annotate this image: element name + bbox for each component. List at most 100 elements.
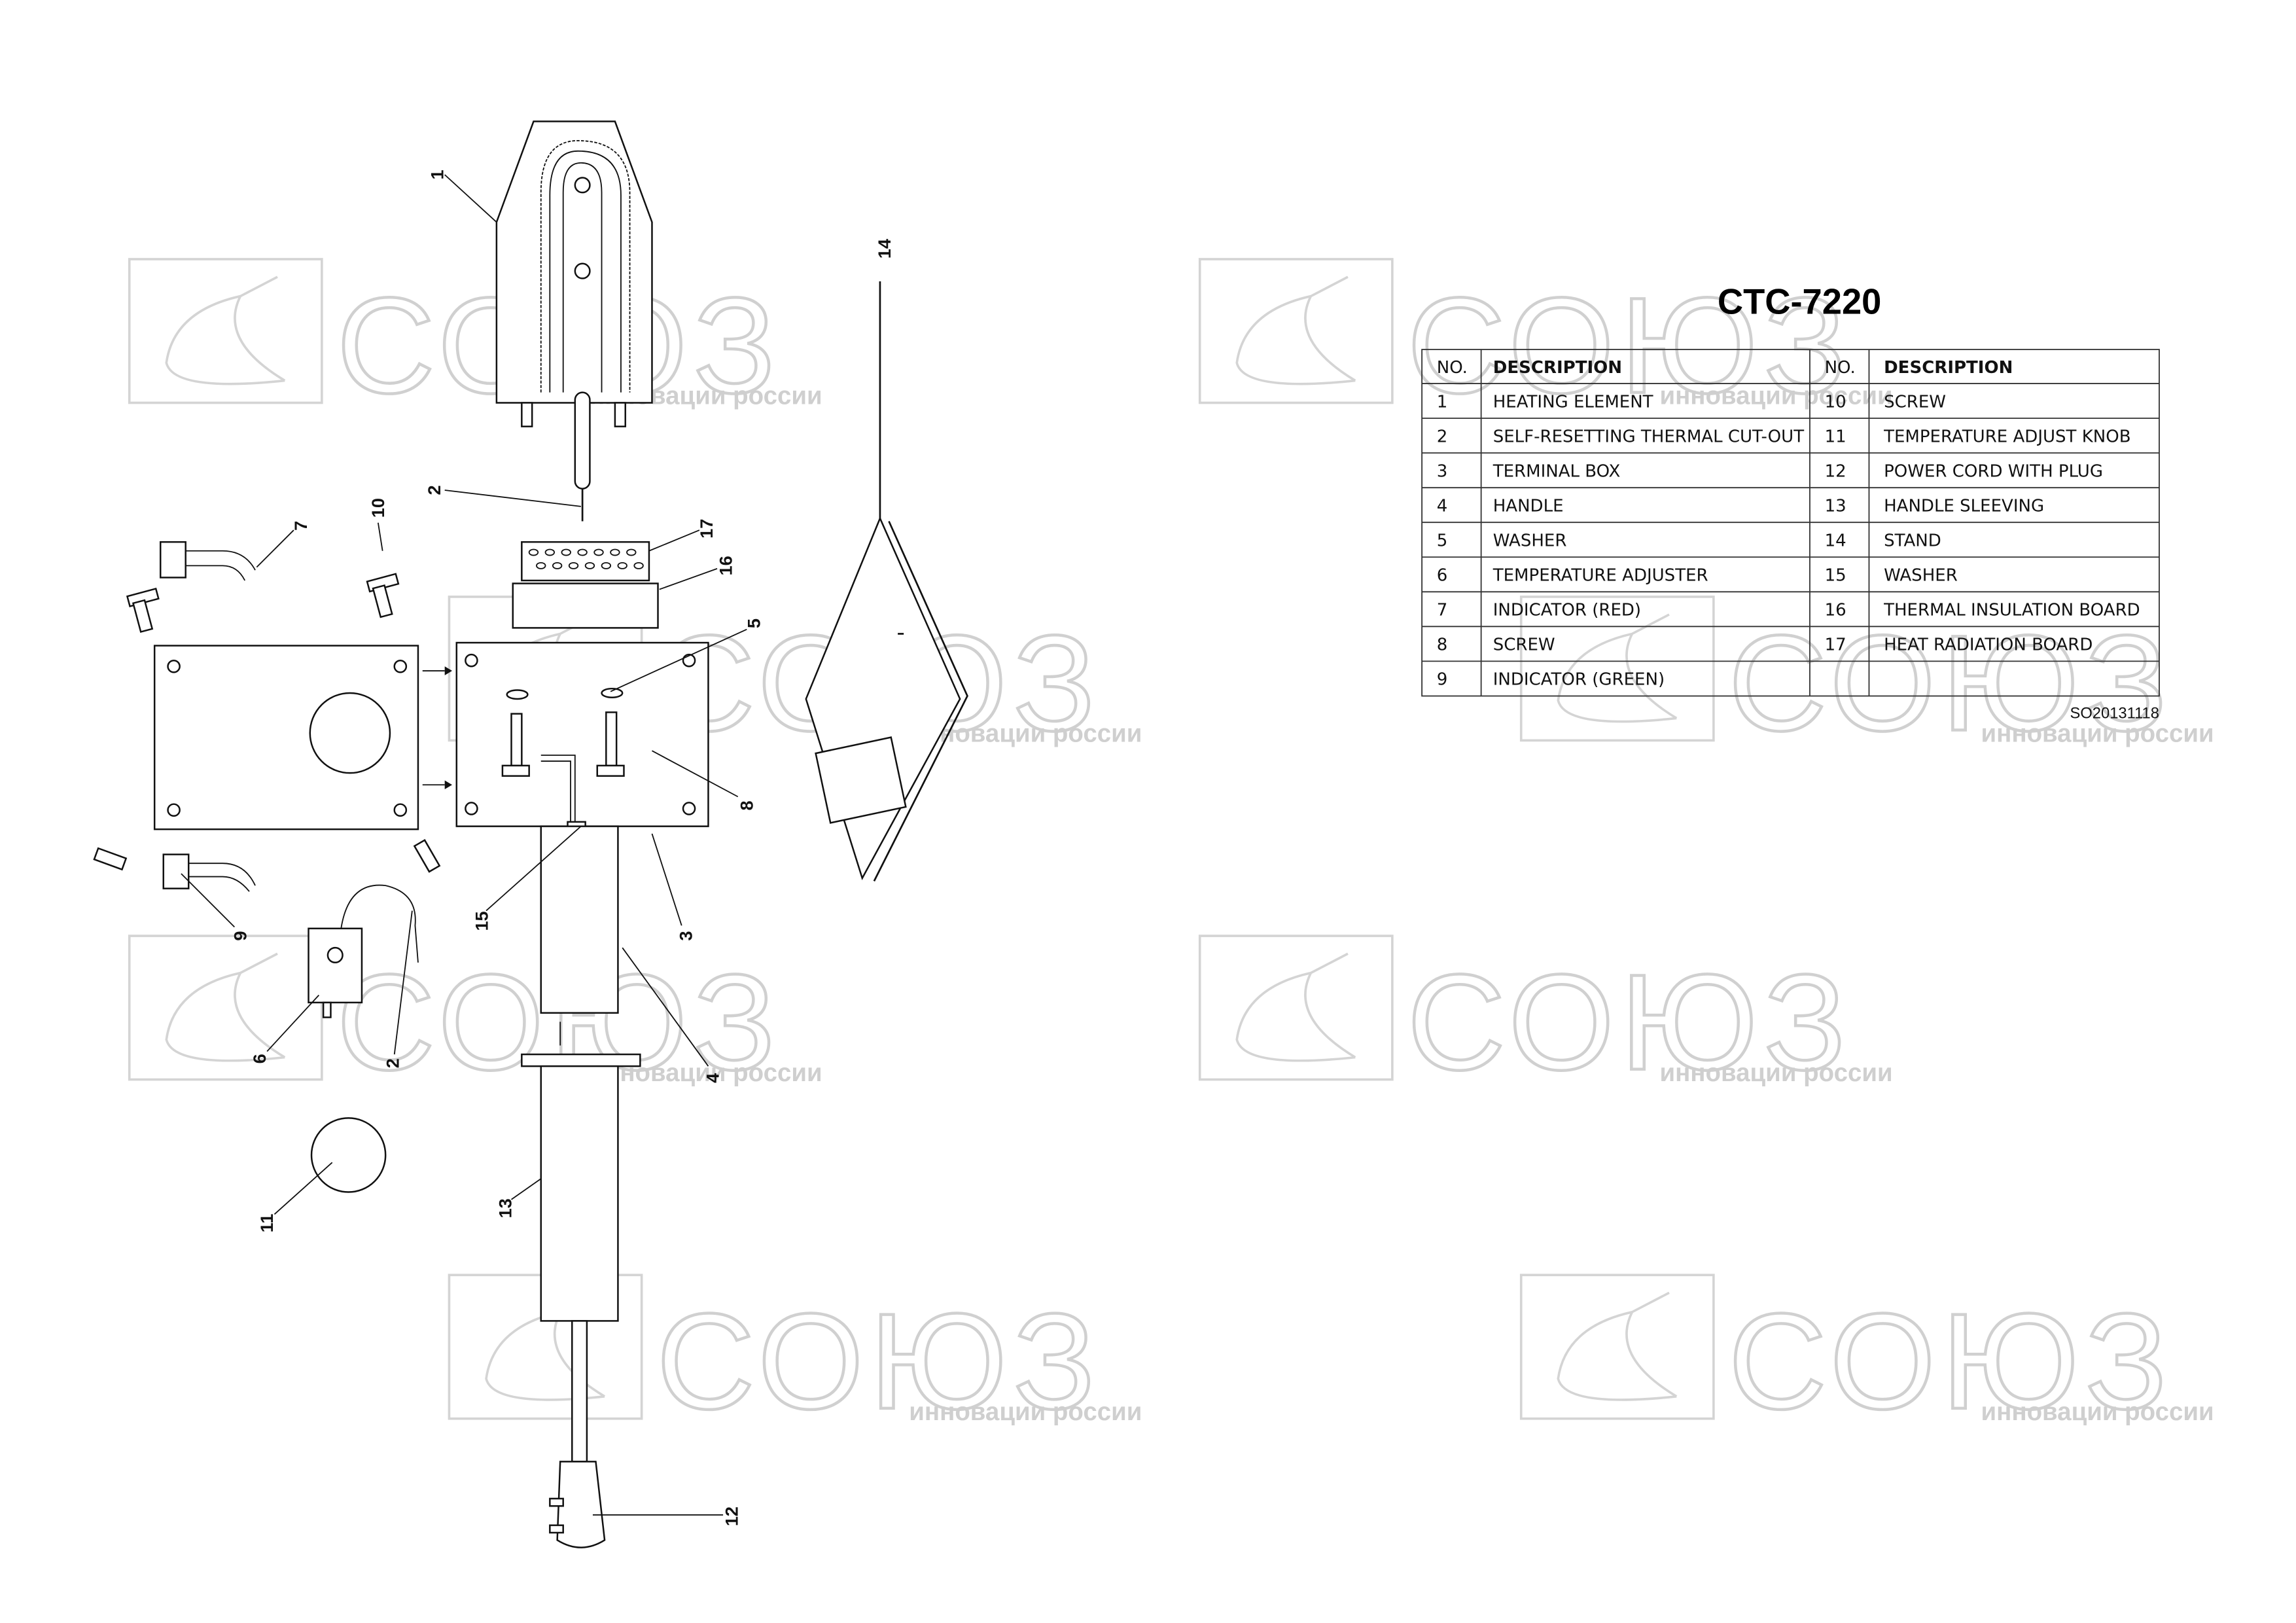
temperature-adjuster <box>308 884 419 1018</box>
hole-icon <box>577 548 588 556</box>
callout-1: 1 <box>427 169 447 179</box>
part-no: 15 <box>1825 565 1846 585</box>
part-no: 7 <box>1437 600 1448 620</box>
part-no: 5 <box>1437 531 1448 550</box>
part-no: 8 <box>1437 635 1448 655</box>
part-description: SELF-RESETTING THERMAL CUT-OUT <box>1493 427 1804 446</box>
callout-8: 8 <box>736 800 756 810</box>
part-no: 6 <box>1437 565 1448 585</box>
part-no: 12 <box>1825 461 1846 481</box>
hole-icon <box>617 562 627 569</box>
callout-15: 15 <box>471 911 491 931</box>
watermark-brand: СОЮЗ <box>656 1286 1101 1438</box>
watermark-tagline: инновации россии <box>1659 1059 1892 1087</box>
hole-icon <box>584 562 595 569</box>
part-no: 16 <box>1825 600 1846 620</box>
callout-14: 14 <box>874 239 894 259</box>
watermark-brand: СОЮЗ <box>1729 1286 2174 1438</box>
heating-element <box>495 120 653 522</box>
watermark-swoosh-icon <box>165 952 286 1062</box>
callout-17: 17 <box>696 519 716 539</box>
hole-icon <box>552 562 563 569</box>
callout-2b: 2 <box>383 1058 403 1068</box>
header-no-right: NO. <box>1825 358 1856 378</box>
part-description: INDICATOR (RED) <box>1493 600 1641 620</box>
handle-sleeving <box>540 1065 619 1322</box>
callout-4: 4 <box>702 1073 722 1083</box>
watermark-brand: СОЮЗ <box>1407 947 1852 1099</box>
part-description: TERMINAL BOX <box>1492 461 1621 481</box>
header-no-left: NO. <box>1437 358 1468 378</box>
watermark-logo-box <box>1198 258 1394 404</box>
part-description: WASHER <box>1493 531 1567 550</box>
model-title: CTC-7220 <box>1718 282 1881 322</box>
watermark-logo-box <box>1198 935 1394 1081</box>
watermark-tagline: инновации россии <box>1981 720 2214 748</box>
watermark-swoosh-icon <box>1557 613 1678 723</box>
callout-16: 16 <box>716 556 736 575</box>
hole-icon <box>626 548 637 556</box>
handle <box>540 825 619 1014</box>
watermark-brand: СОЮЗ <box>1407 270 1852 422</box>
part-description: STAND <box>1884 531 1941 550</box>
part-no: 14 <box>1825 531 1846 550</box>
callout-5: 5 <box>744 618 764 628</box>
header-description-right: DESCRIPTION <box>1884 358 2013 378</box>
callout-7: 7 <box>291 521 311 531</box>
screws-and-indicators <box>93 541 441 892</box>
part-no: 11 <box>1825 427 1846 446</box>
watermark-tagline: инновации россии <box>1659 382 1892 410</box>
document-code: SO20131118 <box>2070 704 2159 722</box>
hole-icon <box>633 562 644 569</box>
temperature-adjust-knob <box>310 1117 387 1193</box>
leader-lines <box>181 174 747 1516</box>
part-description: HEATING ELEMENT <box>1493 392 1653 412</box>
part-description: HANDLE <box>1493 496 1564 516</box>
callout-labels: 1 2 17 16 5 7 10 8 3 15 4 9 6 2 11 13 12… <box>230 169 894 1526</box>
front-plate <box>153 645 452 830</box>
callout-11: 11 <box>256 1214 277 1233</box>
part-description: POWER CORD WITH PLUG <box>1884 461 2103 481</box>
header-description-left: DESCRIPTION <box>1493 358 1622 378</box>
part-description: TEMPERATURE ADJUSTER <box>1492 565 1708 585</box>
watermark-swoosh-icon <box>1235 952 1356 1062</box>
watermark-brand: СОЮЗ <box>1729 608 2174 760</box>
power-cord <box>549 1320 606 1548</box>
parts-table: NO. DESCRIPTION NO. DESCRIPTION 1 HEATING… <box>1421 349 2160 697</box>
part-no: 2 <box>1437 427 1448 446</box>
watermark-swoosh-icon <box>485 1291 605 1401</box>
part-no: 1 <box>1437 392 1448 412</box>
heat-radiation-board <box>521 541 650 582</box>
watermark-logo-box <box>128 935 323 1081</box>
watermark-logo-box <box>128 258 323 404</box>
part-description: TEMPERATURE ADJUST KNOB <box>1883 427 2130 446</box>
hole-icon <box>610 548 620 556</box>
watermark-tagline: инновации россии <box>909 1398 1142 1426</box>
watermark-swoosh-icon <box>165 276 286 385</box>
hole-icon <box>536 562 546 569</box>
sleeve-collar <box>521 1053 641 1067</box>
hole-icon <box>528 548 539 556</box>
callout-13: 13 <box>495 1198 516 1218</box>
part-no: 13 <box>1825 496 1846 516</box>
watermark-swoosh-icon <box>1557 1291 1678 1401</box>
part-description: SCREW <box>1884 392 1946 412</box>
callout-3: 3 <box>676 931 696 941</box>
part-no: 10 <box>1825 392 1846 412</box>
watermark-tagline: инновации россии <box>1981 1398 2214 1426</box>
hole-icon <box>561 548 571 556</box>
part-description: WASHER <box>1884 565 1958 585</box>
watermark-logo-box <box>1519 596 1715 742</box>
part-description: HEAT RADIATION BOARD <box>1884 635 2093 655</box>
callout-9: 9 <box>230 931 250 941</box>
watermark-logo-box <box>1519 1274 1715 1420</box>
watermark-swoosh-icon <box>1235 276 1356 385</box>
stand <box>805 281 968 882</box>
